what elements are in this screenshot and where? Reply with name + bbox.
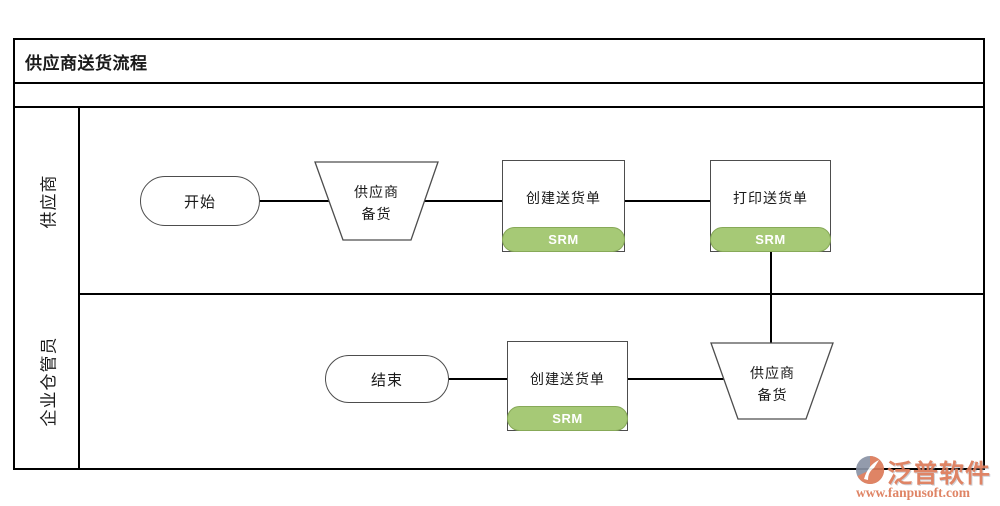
fanpu-watermark: 泛普软件 www.fanpusoft.com xyxy=(853,452,999,504)
srm-badge: SRM xyxy=(507,406,628,431)
prepare-label-line1: 供应商 xyxy=(354,184,399,200)
srm-badge: SRM xyxy=(502,227,625,252)
lane-warehouse-label: 企业仓管员 xyxy=(39,336,58,427)
prepare2-label-line1: 供应商 xyxy=(750,364,795,381)
fanpu-url-text: www.fanpusoft.com xyxy=(856,485,971,500)
create-delivery-note-2-label: 创建送货单 xyxy=(530,371,605,387)
connector-create2-to-prepare2 xyxy=(624,378,740,380)
srm-badge: SRM xyxy=(710,227,831,252)
srm-badge-label: SRM xyxy=(552,411,583,426)
create-delivery-note-node-2: 创建送货单 SRM xyxy=(507,341,628,431)
lane-supplier-label-cell: 供应商 xyxy=(15,108,78,295)
prepare-node-supplier-text: 供应商 备货 xyxy=(314,161,439,241)
lane-warehouse-label-cell: 企业仓管员 xyxy=(15,295,78,468)
connector-prepare-to-create xyxy=(410,200,505,202)
connector-end-to-create2 xyxy=(444,378,512,380)
diagram-title-row: 供应商送货流程 xyxy=(15,40,983,84)
prepare2-label-line2: 备货 xyxy=(757,386,788,403)
print-delivery-note-label: 打印送货单 xyxy=(733,190,808,206)
lane-label-column: 供应商 企业仓管员 xyxy=(15,108,80,468)
end-node-label: 结束 xyxy=(370,371,403,389)
lane-supplier-band xyxy=(80,108,983,295)
prepare-node-warehouse-text: 供应商 备货 xyxy=(710,342,835,421)
fanpu-logo-icon xyxy=(856,455,885,484)
srm-badge-label: SRM xyxy=(755,232,786,247)
prepare-label-line2: 备货 xyxy=(361,206,392,222)
swimlane-frame: 供应商送货流程 供应商 企业仓管员 xyxy=(13,38,985,470)
prepare-node-warehouse: 供应商 备货 xyxy=(710,342,835,421)
fanpu-brand-text: 泛普软件 xyxy=(887,460,992,488)
print-delivery-note-node: 打印送货单 SRM xyxy=(710,160,831,252)
create-delivery-note-label: 创建送货单 xyxy=(526,190,601,206)
prepare-node-supplier: 供应商 备货 xyxy=(314,161,439,241)
lanes-area: 供应商 企业仓管员 xyxy=(15,108,983,468)
diagram-title: 供应商送货流程 xyxy=(25,53,148,73)
srm-badge-label: SRM xyxy=(548,232,579,247)
start-node-label: 开始 xyxy=(183,193,216,211)
trapezoid-shape xyxy=(314,161,439,241)
lane-bands xyxy=(80,108,983,468)
lane-supplier-label: 供应商 xyxy=(39,174,58,229)
connector-start-to-prepare xyxy=(255,200,350,202)
create-delivery-note-node: 创建送货单 SRM xyxy=(502,160,625,252)
trapezoid-shape xyxy=(710,342,834,420)
connector-print-to-prepare2 xyxy=(770,248,772,346)
connector-create-to-print xyxy=(622,200,714,202)
start-node: 开始 xyxy=(140,176,260,226)
end-node: 结束 xyxy=(325,355,449,403)
spacer-row xyxy=(15,84,983,108)
